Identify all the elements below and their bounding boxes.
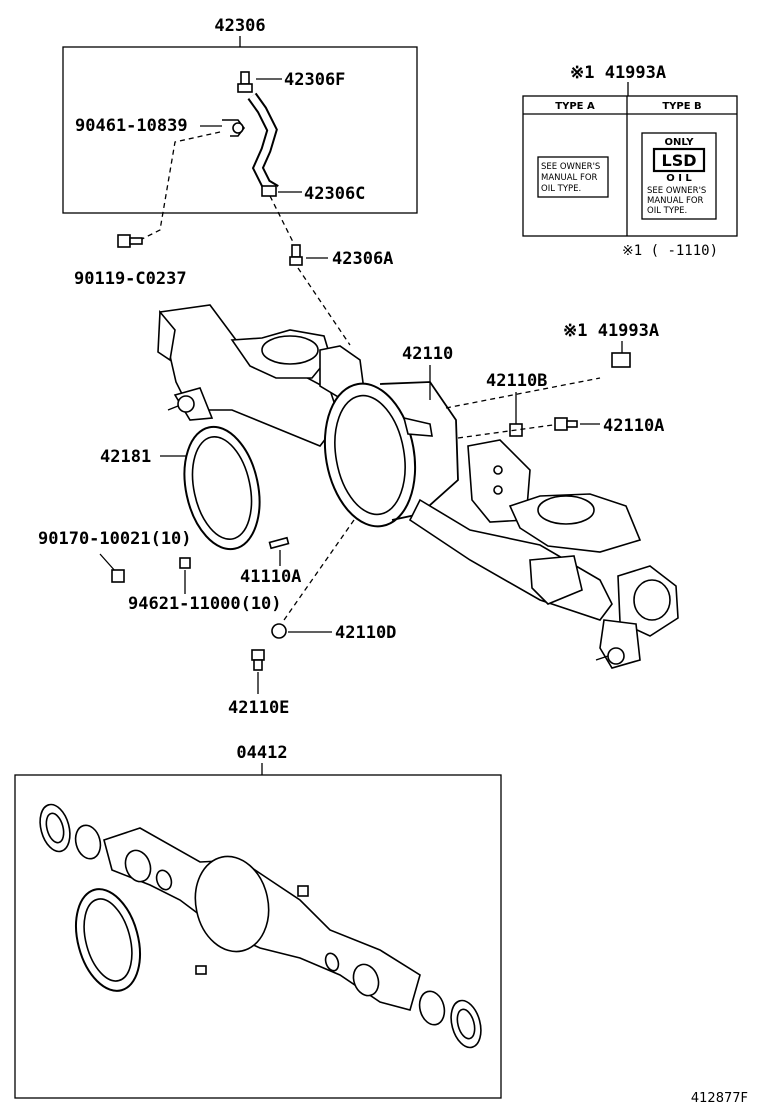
bearing-left-part bbox=[124, 849, 152, 883]
label-caution-top: ※1 41993A bbox=[570, 63, 666, 83]
label-hose-upper-fitting: 42306F bbox=[284, 70, 345, 90]
type-a-header: TYPE A bbox=[555, 101, 595, 112]
label-plug-e: 42110E bbox=[228, 698, 289, 718]
washer-part bbox=[179, 557, 191, 569]
breather-plug-part bbox=[289, 244, 303, 266]
label-stud-b: 42110B bbox=[486, 371, 547, 391]
label-hose-clamp: 42306C bbox=[304, 184, 365, 204]
label-bolt-c0237: 90119-C0237 bbox=[74, 269, 187, 289]
label-gasket-d: 42110D bbox=[335, 623, 396, 643]
oil-seal-part bbox=[39, 803, 71, 853]
caution-footnote: ※1 ( -1110) bbox=[622, 243, 718, 259]
label-stud-41110a: 41110A bbox=[240, 567, 301, 587]
label-nut-a: 42110A bbox=[603, 416, 664, 436]
label-caution-mid: ※1 41993A bbox=[563, 321, 659, 341]
type-b-oil: O I L bbox=[666, 173, 692, 184]
type-b-line-1: SEE OWNER'S bbox=[647, 186, 706, 196]
stud-41110a-part bbox=[268, 536, 290, 550]
type-b-only: ONLY bbox=[665, 137, 695, 148]
bearing-right-part bbox=[352, 963, 380, 997]
o-ring-part bbox=[74, 824, 102, 860]
o-ring-right-part bbox=[418, 990, 446, 1026]
kit-box bbox=[14, 774, 502, 1099]
label-breather-plug: 42306A bbox=[332, 249, 393, 269]
label-clamp-bolt: 90461-10839 bbox=[75, 116, 188, 136]
figure-id: 412877F bbox=[691, 1091, 748, 1106]
type-a-line-3: OIL TYPE. bbox=[541, 184, 581, 194]
plug-e-part bbox=[251, 649, 265, 671]
breather-fitting-part bbox=[237, 71, 253, 93]
label-nut-qty: 90170-10021(10) bbox=[38, 529, 192, 549]
axle-housing-part bbox=[157, 304, 679, 669]
oil-seal-right-part bbox=[450, 999, 482, 1049]
type-b-header: TYPE B bbox=[662, 101, 701, 112]
label-hose-assembly: 42306 bbox=[214, 16, 265, 36]
type-a-line-1: SEE OWNER'S bbox=[541, 162, 600, 172]
label-housing: 42110 bbox=[402, 344, 453, 364]
label-kit: 04412 bbox=[236, 743, 287, 763]
nut-part bbox=[111, 569, 125, 583]
kit-gasket-part bbox=[75, 888, 141, 992]
type-b-line-2: MANUAL FOR bbox=[647, 196, 704, 206]
diff-case-part bbox=[194, 855, 270, 953]
type-b-lsd: LSD bbox=[662, 151, 697, 170]
type-b-line-3: OIL TYPE. bbox=[647, 206, 687, 216]
caution-label-table: TYPE A TYPE B SEE OWNER'S MANUAL FOR OIL… bbox=[522, 95, 738, 237]
caution-label-part bbox=[611, 352, 631, 368]
kit-contents bbox=[39, 803, 482, 1049]
label-gasket: 42181 bbox=[100, 447, 151, 467]
nut-a-part bbox=[554, 417, 578, 431]
bolt-part bbox=[117, 234, 143, 248]
label-washer-qty: 94621-11000(10) bbox=[128, 594, 282, 614]
hose-group-box bbox=[62, 46, 418, 214]
type-a-line-2: MANUAL FOR bbox=[541, 173, 598, 183]
clip-part bbox=[222, 119, 245, 137]
gasket-part bbox=[183, 425, 261, 551]
hose-clamp-part bbox=[261, 185, 277, 197]
gasket-d-part bbox=[271, 623, 287, 639]
